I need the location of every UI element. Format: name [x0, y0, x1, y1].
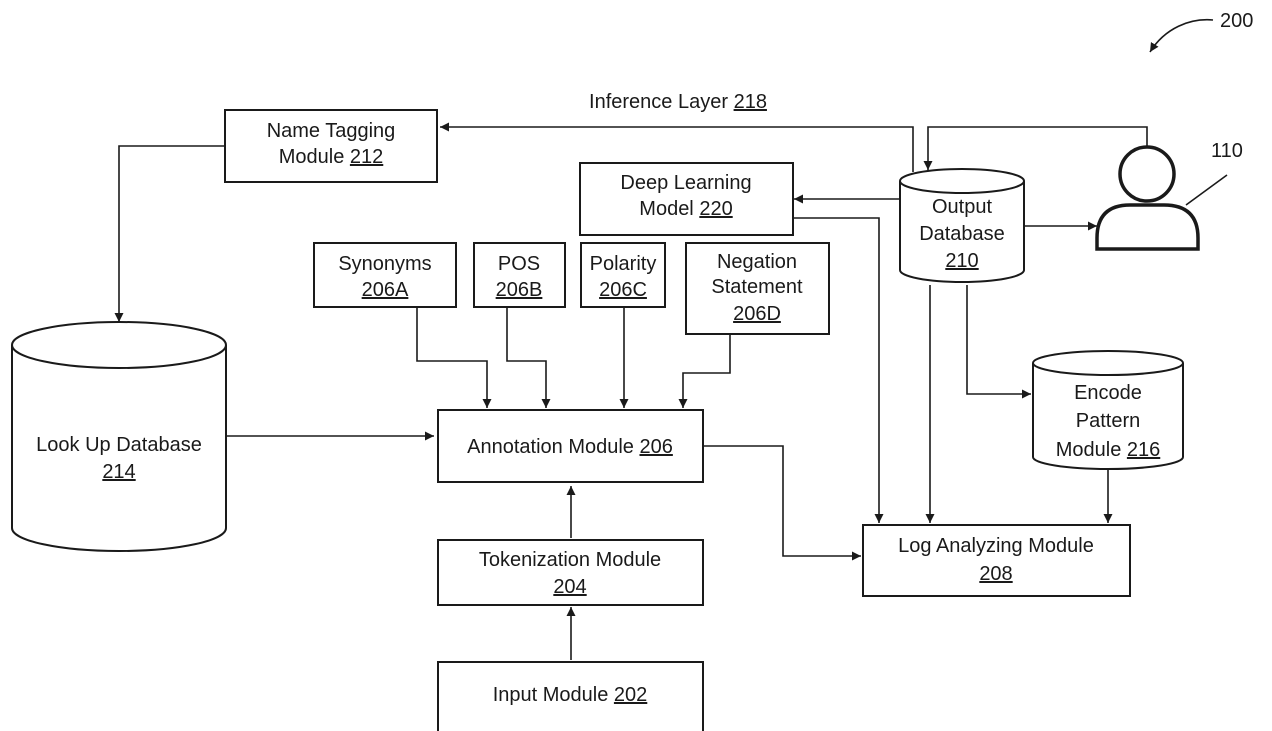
tokenization-module: Tokenization Module 204: [437, 539, 704, 606]
encode-line1: Encode: [1074, 382, 1142, 404]
output-db-line2: Database: [919, 223, 1005, 245]
edge-pos-to-annotation: [506, 308, 551, 408]
annotation-line1: Annotation Module: [467, 436, 634, 458]
edge-negation-to-annotation: [678, 335, 731, 408]
edge-name-tagging-to-lookup: [114, 145, 225, 322]
inference-layer-text: Inference Layer: [589, 91, 728, 113]
name-tagging-ref: 212: [350, 146, 383, 168]
encode-line2: Pattern: [1076, 410, 1140, 432]
negation-line1: Negation: [717, 251, 797, 273]
deep-learning-line1: Deep Learning: [620, 172, 751, 194]
figure-number: 200: [1220, 10, 1253, 32]
inference-layer-ref: 218: [734, 91, 767, 113]
output-database: Output Database 210: [899, 168, 1025, 283]
negation-statement-box: Negation Statement 206D: [685, 242, 830, 335]
input-line1: Input Module: [493, 684, 609, 706]
encode-ref: 216: [1127, 439, 1160, 461]
connectors: [114, 122, 1148, 660]
deep-learning-model: Deep Learning Model 220: [579, 162, 794, 236]
lookup-db-ref: 214: [102, 461, 135, 483]
user-ref: 110: [1211, 140, 1243, 162]
tokenization-line1: Tokenization Module: [479, 549, 661, 571]
negation-ref: 206D: [733, 303, 781, 325]
svg-text:Input Module 202: Input Module 202: [493, 684, 648, 706]
pos-ref: 206B: [496, 279, 543, 301]
deep-learning-line2: Model: [639, 198, 693, 220]
name-tagging-module: Name Tagging Module 212: [224, 109, 438, 183]
synonyms-ref: 206A: [362, 279, 409, 301]
user-icon: 110: [1095, 140, 1243, 251]
polarity-line1: Polarity: [590, 253, 657, 275]
svg-text:Inference Layer: Inference Layer 218: [589, 91, 767, 113]
pos-box: POS 206B: [473, 242, 566, 308]
svg-text:Model 220: Model 220: [639, 198, 732, 220]
edge-synonyms-to-annotation: [416, 308, 492, 408]
edge-annotation-to-log: [704, 445, 861, 561]
output-db-line1: Output: [932, 196, 992, 218]
svg-text:Module 212: Module 212: [279, 146, 384, 168]
edge-output-to-encode: [966, 285, 1031, 399]
lookup-database: Look Up Database 214: [11, 321, 227, 552]
input-module: Input Module 202: [437, 661, 704, 731]
figure-number-leader-arrow: [1149, 18, 1214, 53]
svg-text:Module 216: Module 216: [1056, 439, 1161, 461]
polarity-box: Polarity 206C: [580, 242, 666, 308]
edge-user-to-output: [923, 126, 1148, 170]
name-tagging-line1: Name Tagging: [267, 120, 396, 142]
encode-pattern-module: Encode Pattern Module 216: [1032, 350, 1184, 470]
pos-line1: POS: [498, 253, 540, 275]
figure-number-callout: 200: [1149, 10, 1253, 53]
edge-output-to-name-tagging: [440, 122, 914, 172]
log-analyzing-module: Log Analyzing Module 208: [862, 524, 1131, 597]
synonyms-line1: Synonyms: [338, 253, 431, 275]
annotation-ref: 206: [639, 436, 672, 458]
output-db-ref: 210: [945, 250, 978, 272]
inference-layer-label: Inference Layer 218: [589, 91, 767, 113]
deep-learning-ref: 220: [699, 198, 732, 220]
negation-line2: Statement: [711, 276, 803, 298]
name-tagging-line2: Module: [279, 146, 345, 168]
svg-text:Annotation Module: Annotation Module 206: [467, 436, 673, 458]
synonyms-box: Synonyms 206A: [313, 242, 457, 308]
annotation-module: Annotation Module 206: [437, 409, 704, 483]
input-ref: 202: [614, 684, 647, 706]
edge-deep-learning-to-log: [794, 217, 884, 523]
polarity-ref: 206C: [599, 279, 647, 301]
log-analyzing-line1: Log Analyzing Module: [898, 535, 1094, 557]
lookup-db-line1: Look Up Database: [36, 434, 202, 456]
log-analyzing-ref: 208: [979, 563, 1012, 585]
tokenization-ref: 204: [553, 576, 586, 598]
encode-line3: Module: [1056, 439, 1122, 461]
